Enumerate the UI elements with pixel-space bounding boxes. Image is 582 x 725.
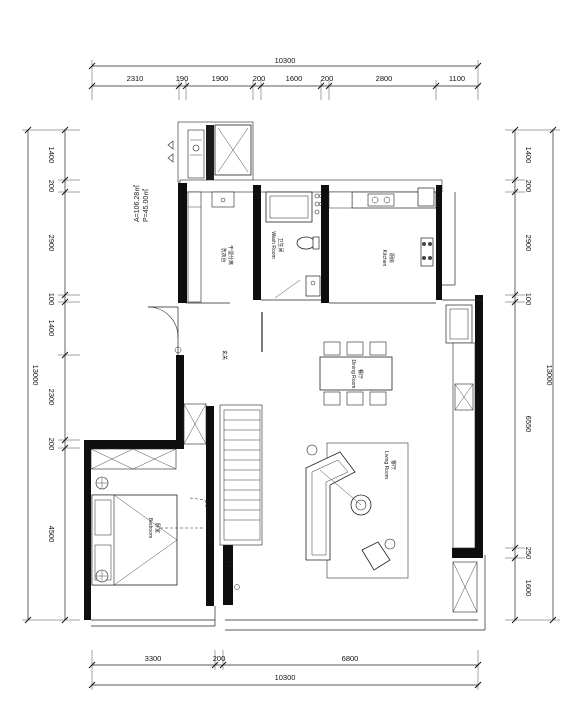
top-dim-4: 200	[253, 74, 266, 83]
bottom-dim-2: 200	[213, 654, 226, 663]
bedroom: 卧室 Bedroom	[90, 448, 213, 586]
top-dim-3: 1900	[212, 74, 229, 83]
top-dim-6: 200	[321, 74, 334, 83]
left-dim-7: 200	[47, 438, 56, 451]
left-dim-6: 2300	[47, 389, 56, 406]
dining: 餐厅 Dining Room	[319, 341, 393, 406]
kitchen: 厨房 Kitchen	[318, 187, 437, 267]
top-dim-5: 1600	[286, 74, 303, 83]
area-note-line2: P=45.00㎡	[142, 189, 150, 222]
living-room: 客厅 Living Room	[305, 442, 409, 579]
bottom-dimension-lines: 3300 200 6800 10300	[88, 650, 482, 690]
bathroom: 卫生间 Wash Room	[265, 191, 321, 299]
left-dim-1: 1400	[47, 147, 56, 164]
top-total-dim: 10300	[275, 56, 296, 65]
area-note: A=106.28㎡ P=45.00㎡	[133, 185, 150, 222]
dining-label-en: Dining Room	[350, 360, 356, 389]
right-dimension-lines: 1400 200 2900 100 6550 250 1600 13000	[505, 126, 560, 624]
right-dim-2: 200	[524, 180, 533, 193]
right-dim-4: 100	[524, 293, 533, 306]
left-dim-2: 200	[47, 180, 56, 193]
right-dim-5: 6550	[524, 416, 533, 433]
top-dim-8: 1100	[449, 74, 465, 83]
left-dim-4: 100	[47, 293, 56, 306]
kitchen-label-zh: 厨房	[388, 253, 395, 263]
bedroom-label-en: Bedroom	[147, 518, 153, 538]
basin-label-zh: 干湿分离	[227, 245, 234, 265]
bottom-dim-1: 3300	[145, 654, 162, 663]
top-dim-1: 2310	[127, 74, 144, 83]
top-dim-7: 2800	[376, 74, 393, 83]
left-dim-3: 2900	[47, 235, 56, 252]
basin-area: 干湿分离 洗衣台	[187, 191, 235, 303]
top-dimension-lines: 10300 2310 190 1900 200 1600 200 2800 11…	[88, 56, 482, 100]
bottom-dim-3: 6800	[342, 654, 359, 663]
basin-label-en: 洗衣台	[220, 247, 227, 262]
right-dim-6: 250	[524, 547, 533, 560]
living-label-en: Living Room	[383, 451, 389, 479]
balcony-fixtures	[167, 129, 205, 179]
left-dimension-lines: 13000 1400 200 2900 100 1400 2300 200 45…	[22, 126, 80, 624]
right-total-dim: 13000	[545, 365, 554, 386]
staircase	[183, 403, 263, 590]
left-total-dim: 13000	[31, 365, 40, 386]
bedroom-label-zh: 卧室	[154, 523, 161, 533]
right-cabinets	[445, 304, 478, 613]
bath-label-en: Wash Room	[270, 231, 276, 258]
left-dim-8: 4500	[47, 526, 56, 543]
dining-label-zh: 餐厅	[357, 369, 364, 379]
living-label-zh: 客厅	[390, 460, 397, 470]
right-dim-1: 1400	[524, 147, 533, 164]
area-note-line1: A=106.28㎡	[133, 185, 141, 222]
left-dim-5: 1400	[47, 320, 56, 337]
bath-label-zh: 卫生间	[277, 237, 284, 252]
right-dim-7: 1600	[524, 580, 533, 597]
entry-door: 玄关	[147, 306, 263, 360]
entry-label: 玄关	[221, 350, 228, 360]
right-dim-3: 2900	[524, 235, 533, 252]
bottom-total-dim: 10300	[275, 673, 296, 682]
top-dim-2: 190	[176, 74, 189, 83]
kitchen-label-en: Kitchen	[381, 250, 387, 267]
